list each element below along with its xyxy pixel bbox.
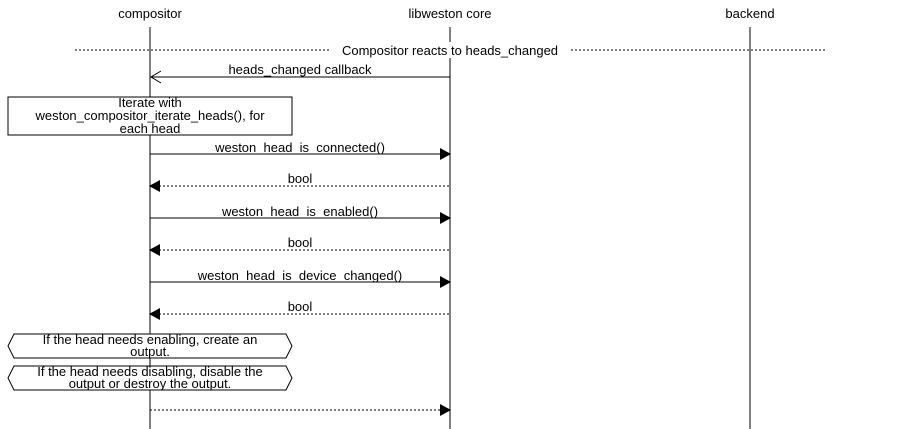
message-label: bool [288, 235, 313, 250]
message-is-connected: weston_head_is_connected() [150, 140, 451, 160]
note-line: If the head needs disabling, disable the [37, 364, 263, 379]
message-is-device-changed: weston_head_is_device_changed() [150, 268, 451, 288]
note-disabling: If the head needs disabling, disable the… [7, 364, 293, 391]
filled-arrowhead [149, 308, 160, 320]
note-line: If the head needs enabling, create an [43, 332, 258, 347]
message-label: weston_head_is_connected() [214, 140, 385, 155]
filled-arrowhead [149, 180, 160, 192]
message-heads-changed-callback: heads_changed callback [150, 62, 450, 84]
filled-arrowhead [440, 276, 451, 288]
filled-arrowhead [440, 212, 451, 224]
message-label: weston_head_is_device_changed() [197, 268, 403, 283]
message-label: bool [288, 171, 313, 186]
message-label: bool [288, 299, 313, 314]
message-return-bool: bool [149, 235, 449, 256]
section-divider: Compositor reacts to heads_changed [75, 42, 825, 58]
note-line: Iterate with [118, 95, 182, 110]
message-is-enabled: weston_head_is_enabled() [150, 204, 451, 224]
note-line: weston_compositor_iterate_heads(), for [34, 108, 265, 123]
participant-backend-label: backend [725, 6, 774, 21]
message-final-dotted [150, 404, 451, 416]
filled-arrowhead [440, 404, 451, 416]
open-arrowhead [150, 70, 162, 84]
note-iterate-heads: Iterate with weston_compositor_iterate_h… [7, 95, 293, 136]
note-enabling: If the head needs enabling, create an ou… [7, 332, 293, 359]
message-return-bool: bool [149, 171, 449, 192]
filled-arrowhead [149, 244, 160, 256]
message-label: weston_head_is_enabled() [221, 204, 378, 219]
note-line: output or destroy the output. [69, 376, 232, 391]
note-line: each head [120, 121, 181, 136]
participant-compositor-label: compositor [118, 6, 182, 21]
participant-core-label: libweston core [408, 6, 491, 21]
message-return-bool: bool [149, 299, 449, 320]
message-label: heads_changed callback [228, 62, 372, 77]
section-label: Compositor reacts to heads_changed [342, 43, 558, 58]
filled-arrowhead [440, 148, 451, 160]
note-line: output. [130, 344, 170, 359]
